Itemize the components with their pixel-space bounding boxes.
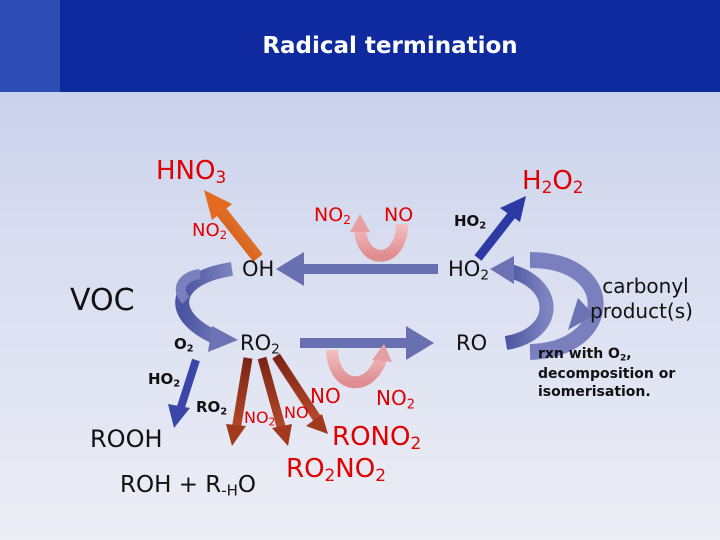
label-rooh: ROOH	[90, 425, 163, 453]
label-no2-bottom: NO2	[376, 386, 415, 413]
label-ho2-mid: HO2	[448, 257, 490, 284]
label-carbonyl-product: carbonyl product(s)	[590, 274, 693, 324]
label-no-top: NO	[384, 204, 414, 226]
label-ro2-small: RO2	[196, 398, 228, 418]
label-ro2-main: RO2	[240, 331, 280, 358]
label-oh: OH	[242, 257, 275, 281]
title-bar-accent	[0, 0, 60, 92]
label-ro2no2: RO2NO2	[286, 454, 386, 486]
arrow-ro2-to-roh	[226, 357, 253, 446]
ro-fate-line-2: decomposition or	[538, 366, 676, 383]
arrow-voc-branch	[175, 269, 201, 304]
label-no-bottom: NO	[310, 384, 341, 408]
arrow-ho2-to-h2o2	[474, 196, 526, 261]
label-no2-top: NO2	[314, 204, 352, 228]
label-ho2-top: HO2	[454, 212, 487, 232]
arrow-no-to-no2-loop	[350, 214, 408, 262]
label-hno3: HNO3	[156, 156, 227, 188]
label-no2-left: NO2	[192, 220, 228, 242]
label-o2: O2	[174, 335, 194, 355]
label-rono2: RONO2	[332, 422, 422, 454]
label-no2-small: NO2	[244, 408, 276, 429]
arrow-ro-to-carbonyl	[529, 252, 604, 360]
arrow-ho2-to-oh	[276, 252, 438, 286]
arrow-ro2-to-ro2no2	[272, 353, 328, 434]
label-ro: RO	[456, 331, 488, 355]
arrow-no-to-no2-bottom	[326, 344, 392, 389]
arrow-ro2-to-rono2	[257, 356, 292, 446]
label-no-small: NO	[284, 403, 309, 422]
arrow-ro-to-ho2-curve	[490, 256, 554, 350]
carbonyl-line-1: carbonyl	[602, 274, 689, 298]
label-ro-fates: rxn with O2, decomposition or isomerisat…	[538, 345, 675, 401]
label-ho2-left: HO2	[148, 370, 181, 390]
ro-fate-line-3: isomerisation.	[538, 384, 651, 401]
label-h2o2: H2O2	[522, 166, 584, 198]
carbonyl-line-2: product(s)	[590, 299, 693, 323]
label-voc: VOC	[70, 283, 135, 318]
arrow-ro2-to-rooh	[168, 358, 200, 428]
arrow-oh-to-hno3	[204, 190, 263, 262]
arrow-ro2-to-ro	[300, 326, 434, 360]
title-bar	[0, 0, 720, 92]
ro-fate-line-1: rxn with O2,	[538, 346, 632, 364]
page-title: Radical termination	[262, 33, 518, 59]
label-roh: ROH + R-HO	[120, 472, 256, 500]
